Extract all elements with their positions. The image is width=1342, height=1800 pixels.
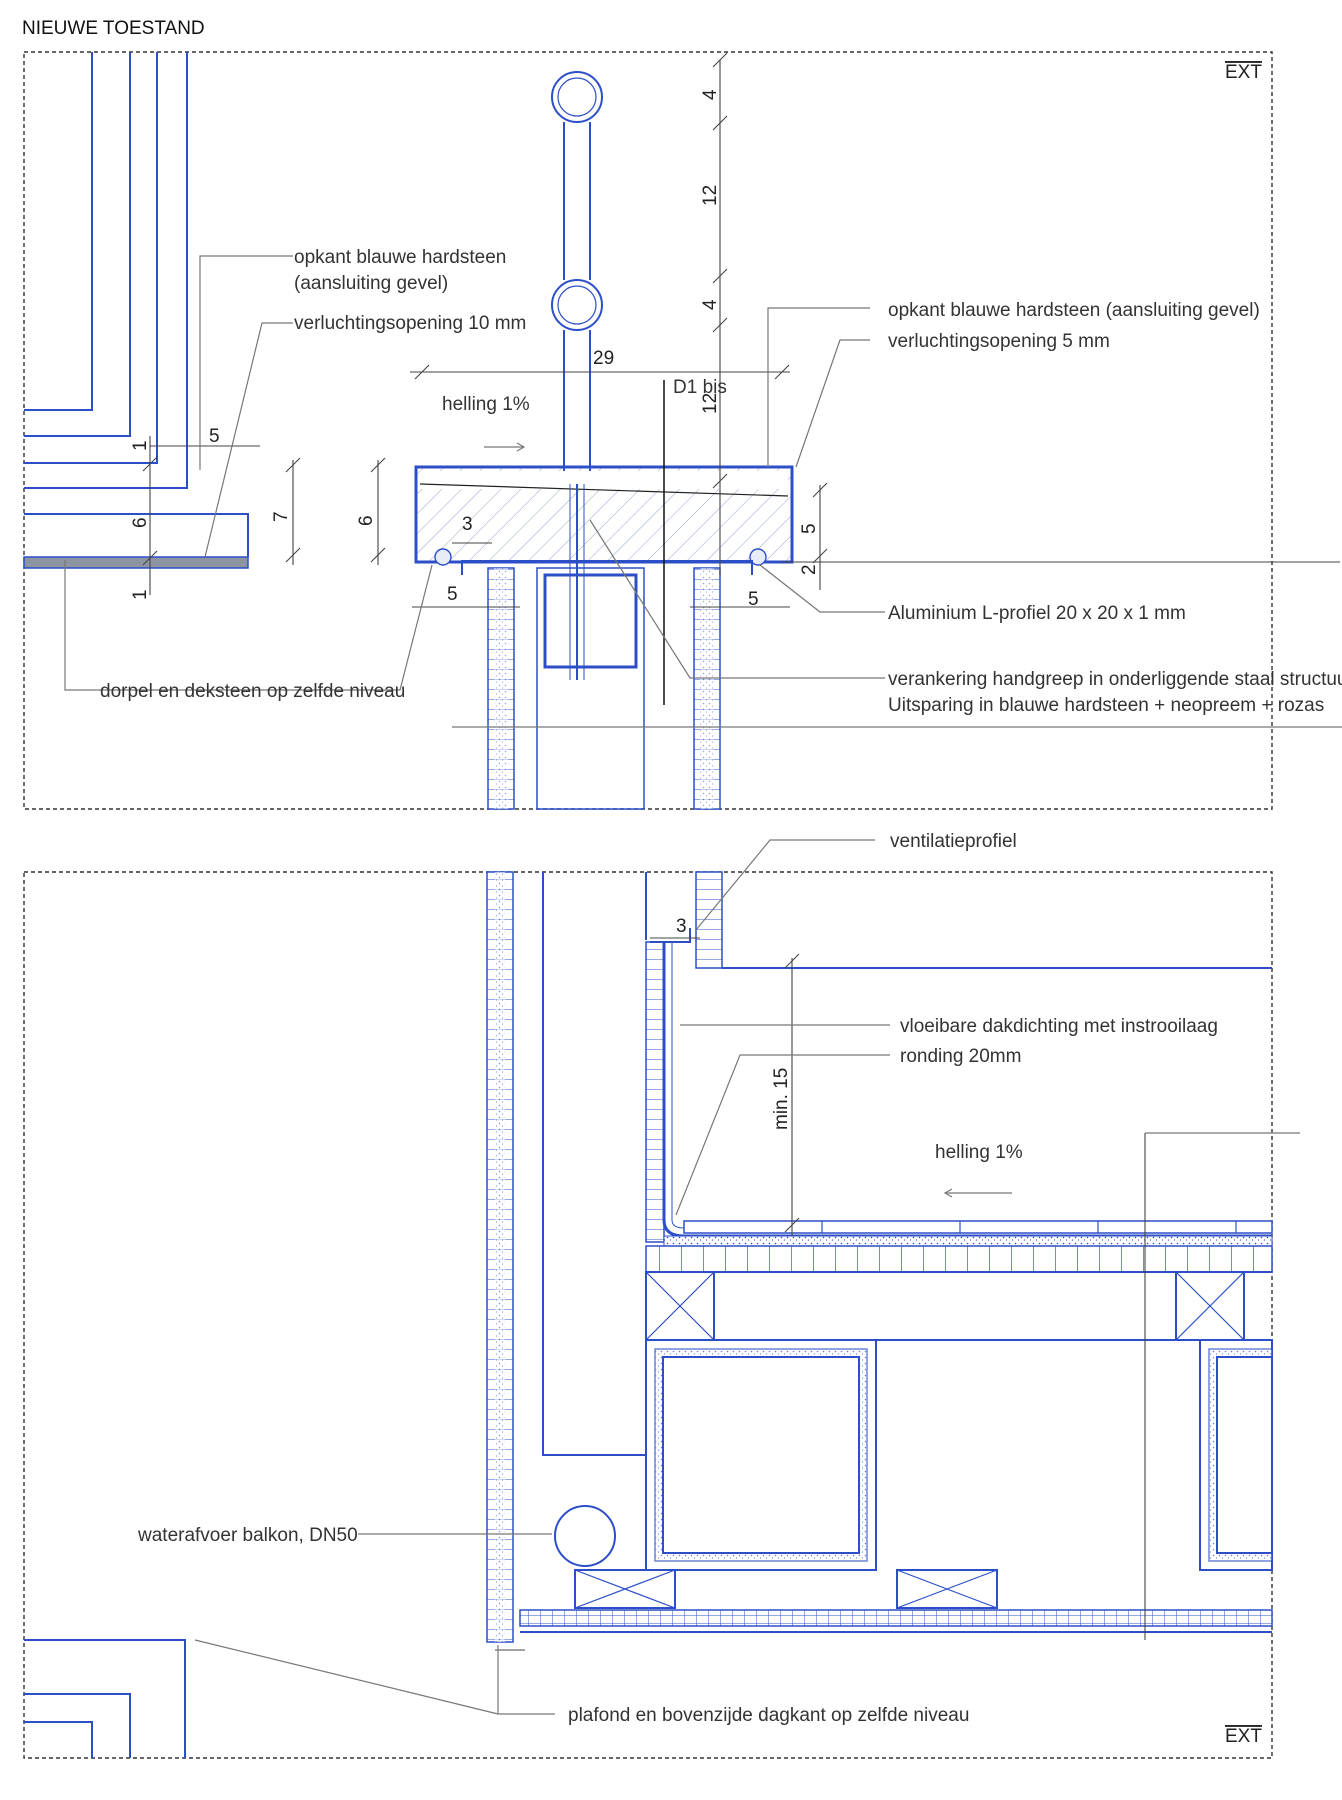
- dim-7: 7: [271, 511, 292, 522]
- dim-5b: 5: [447, 584, 458, 605]
- label-helling-bottom: helling 1%: [935, 1142, 1023, 1163]
- dim-1a: 1: [130, 440, 151, 451]
- dim-2: 2: [799, 564, 820, 575]
- masonry-columns: [487, 567, 721, 810]
- roof-buildup: [645, 1220, 1273, 1341]
- ext-label-bottom: EXT: [1225, 1726, 1262, 1747]
- label-l-profiel: Aluminium L-profiel 20 x 20 x 1 mm: [888, 603, 1186, 624]
- dimension-lines-bottom: [495, 937, 1146, 1651]
- dim-5c: 5: [748, 589, 759, 610]
- label-verluchting-left: verluchtingsopening 10 mm: [294, 313, 526, 334]
- dim-5a: 5: [209, 426, 220, 447]
- dim-min-15: min. 15: [771, 1068, 792, 1130]
- dim-29: 29: [593, 348, 614, 369]
- ext-label-top: EXT: [1225, 62, 1262, 83]
- drawing-title: NIEUWE TOESTAND: [22, 18, 205, 39]
- top-detail-frame: [23, 51, 1273, 810]
- joists: [574, 1271, 1245, 1609]
- dim-4a: 4: [700, 89, 721, 100]
- dim-12a: 12: [700, 185, 721, 206]
- bottom-left-corner: [24, 1639, 186, 1758]
- label-ronding: ronding 20mm: [900, 1046, 1021, 1067]
- ceiling-board: [519, 1609, 1273, 1633]
- label-verankering-1: verankering handgreep in onderliggende s…: [888, 669, 1342, 690]
- left-wall-profile: [23, 52, 249, 569]
- label-vloeibare: vloeibare dakdichting met instrooilaag: [900, 1016, 1218, 1037]
- dim-3: 3: [462, 514, 473, 535]
- slope-arrows: [484, 442, 1012, 1198]
- label-verankering-2: Uitsparing in blauwe hardsteen + neopree…: [888, 695, 1324, 716]
- label-ventilatieprofiel: ventilatieprofiel: [890, 831, 1017, 852]
- drain-pipe: [554, 1505, 616, 1567]
- dimension-lines-top: [142, 52, 1340, 608]
- dim-1b: 1: [130, 589, 151, 600]
- label-section-mark: D1 bis: [673, 377, 727, 398]
- label-dorpel: dorpel en deksteen op zelfde niveau: [100, 681, 405, 702]
- dim-4b: 4: [700, 299, 721, 310]
- label-opkant-left-1: opkant blauwe hardsteen: [294, 247, 506, 268]
- label-opkant-left-2: (aansluiting gevel): [294, 273, 448, 294]
- label-plafond: plafond en bovenzijde dagkant op zelfde …: [568, 1705, 969, 1726]
- handrail: [541, 71, 603, 483]
- bottom-left-wall: [486, 871, 647, 1643]
- bottom-detail-frame: [23, 871, 1273, 1759]
- steel-beams: [645, 1339, 1273, 1571]
- dim-5d: 5: [799, 523, 820, 534]
- dim-6b: 6: [356, 515, 377, 526]
- leader-lines-top: [64, 255, 1342, 728]
- dim-bottom-3: 3: [676, 916, 687, 937]
- dim-12b: 12: [700, 393, 721, 414]
- coping-stone: [414, 380, 794, 705]
- label-helling-top: helling 1%: [442, 394, 530, 415]
- leader-lines-bottom: [194, 839, 1300, 1715]
- label-opkant-right: opkant blauwe hardsteen (aansluiting gev…: [888, 300, 1260, 321]
- label-waterafvoer: waterafvoer balkon, DN50: [137, 1525, 358, 1546]
- dim-6a: 6: [130, 517, 151, 528]
- label-verluchting-right: verluchtingsopening 5 mm: [888, 331, 1110, 352]
